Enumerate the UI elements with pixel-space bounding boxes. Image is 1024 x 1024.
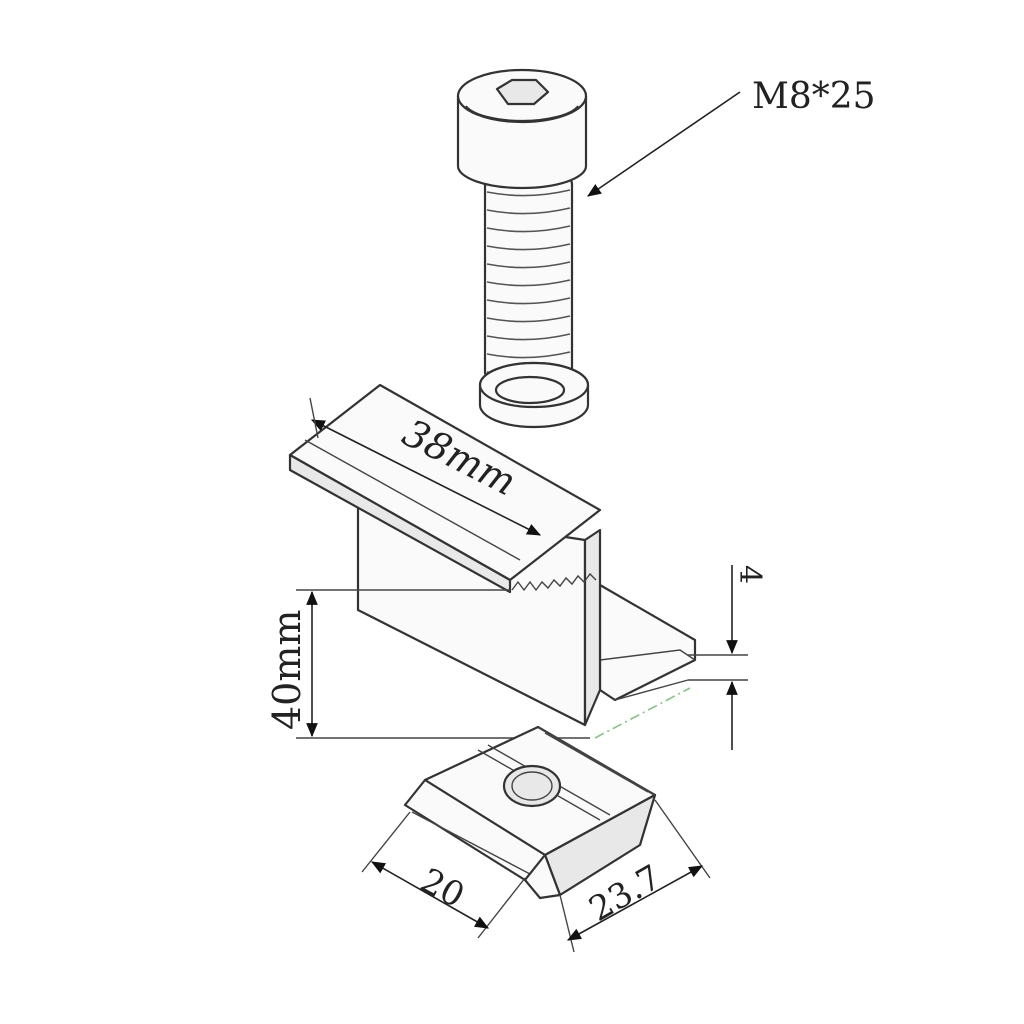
nut-length-dimension-arrow xyxy=(566,865,704,941)
width-dimension-arrow xyxy=(310,419,542,536)
nut-width-dimension-arrow xyxy=(370,861,490,929)
bolt-size-label: M8*25 xyxy=(752,76,876,117)
bolt-leader-arrow xyxy=(587,91,741,197)
clamp-serration xyxy=(511,572,597,592)
hex-socket-bolt xyxy=(456,68,590,429)
bolt-washer xyxy=(478,361,590,429)
clamp-body xyxy=(288,383,697,739)
hex-socket-icon xyxy=(495,78,550,106)
bolt-head xyxy=(456,68,588,190)
clamp-right-wall xyxy=(583,528,602,727)
clamp-lower-lip xyxy=(598,583,697,702)
bolt-shank xyxy=(483,176,574,380)
height-dimension-label: 40mm xyxy=(265,610,309,730)
nut-width-label: 20 xyxy=(414,861,471,917)
lip-centerline xyxy=(594,687,691,739)
lip-thickness-label: 4 xyxy=(732,565,767,584)
